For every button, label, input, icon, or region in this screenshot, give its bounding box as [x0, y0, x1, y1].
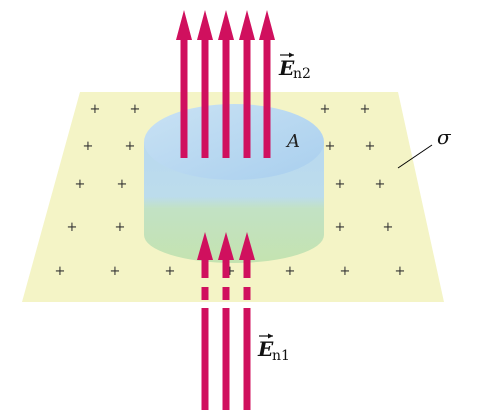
svg-text:n1: n1	[272, 348, 290, 364]
arrow-head	[176, 10, 192, 40]
arrow-shaft	[201, 256, 209, 278]
svg-text:n2: n2	[293, 66, 311, 82]
arrow-head	[239, 232, 255, 260]
arrow-shaft	[243, 287, 251, 300]
arrow-shaft	[243, 256, 251, 278]
gaussian-cylinder	[144, 104, 324, 263]
arrow-shaft	[222, 256, 230, 278]
plus-charge: +	[285, 264, 296, 279]
plus-charge: +	[130, 102, 141, 117]
area-label: A	[285, 131, 300, 152]
plus-charge: +	[75, 177, 86, 192]
plus-charge: +	[67, 220, 78, 235]
inner-field-arrows	[197, 232, 255, 278]
arrow-shaft	[263, 36, 271, 158]
lower-field-arrows	[201, 287, 251, 410]
arrow-head	[218, 10, 234, 40]
arrow-shaft	[222, 287, 230, 300]
plus-charge: +	[325, 139, 336, 154]
plus-charge: +	[320, 102, 331, 117]
cylinder-top-face	[144, 104, 324, 180]
plus-charge: +	[383, 220, 394, 235]
plus-charge: +	[360, 102, 371, 117]
plus-charges: ++++++++++++++++++++++++	[55, 102, 406, 279]
arrow-shaft	[243, 308, 251, 410]
plus-charge: +	[165, 264, 176, 279]
arrow-shaft	[180, 36, 188, 158]
plus-charge: +	[83, 139, 94, 154]
upper-field-arrows	[176, 10, 275, 158]
plus-charge: +	[335, 177, 346, 192]
plus-charge: +	[335, 220, 346, 235]
sheet-sigma-label: σ	[437, 125, 452, 149]
svg-text:E: E	[257, 337, 274, 361]
sheet-pointer-line	[397, 144, 433, 169]
arrow-head	[197, 10, 213, 40]
arrow-shaft	[222, 36, 230, 158]
field-top-label: E n2	[278, 52, 311, 82]
svg-text:E: E	[278, 56, 295, 80]
plus-charge: +	[375, 177, 386, 192]
arrow-shaft	[243, 36, 251, 158]
plus-charge: +	[365, 139, 376, 154]
plus-charge: +	[90, 102, 101, 117]
plus-charge: +	[340, 264, 351, 279]
plus-charge: +	[110, 264, 121, 279]
arrow-head	[259, 10, 275, 40]
field-bottom-label: E n1	[257, 333, 290, 364]
arrow-head	[218, 232, 234, 260]
arrow-shaft	[201, 287, 209, 300]
arrow-shaft	[201, 36, 209, 158]
plus-charge: +	[125, 139, 136, 154]
arrow-shaft	[201, 308, 209, 410]
plus-charge: +	[225, 264, 236, 279]
plus-charge: +	[117, 177, 128, 192]
arrow-head	[239, 10, 255, 40]
arrow-shaft	[222, 308, 230, 410]
arrow-head	[197, 232, 213, 260]
plus-charge: +	[115, 220, 126, 235]
plus-charge: +	[55, 264, 66, 279]
plus-charge: +	[395, 264, 406, 279]
